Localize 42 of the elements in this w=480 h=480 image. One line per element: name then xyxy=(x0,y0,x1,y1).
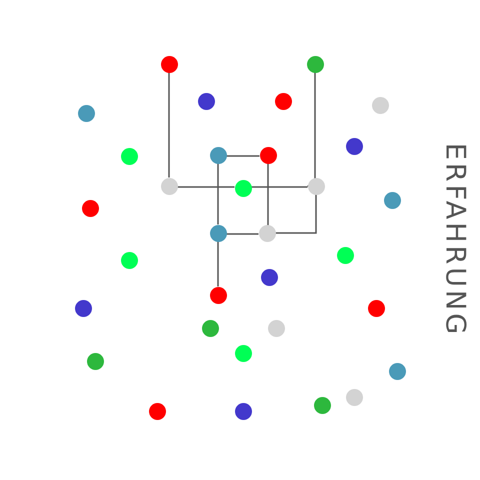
dot xyxy=(120,148,138,164)
dot xyxy=(148,402,166,420)
connector-line xyxy=(168,72,170,178)
dot xyxy=(260,268,278,286)
dot xyxy=(160,178,178,194)
dot xyxy=(268,320,284,336)
dot xyxy=(234,344,252,362)
dot xyxy=(306,56,324,72)
dot xyxy=(260,146,276,164)
dot xyxy=(210,224,226,242)
connector-line xyxy=(178,186,234,188)
vertical-heading: ERFAHRUNG xyxy=(440,142,470,338)
dot xyxy=(372,96,388,114)
dot xyxy=(74,300,92,316)
dot xyxy=(368,300,384,316)
dot xyxy=(234,402,252,420)
dot xyxy=(388,362,406,380)
dot xyxy=(346,388,362,406)
dot xyxy=(258,224,276,242)
dot xyxy=(234,180,252,196)
dot xyxy=(314,396,330,414)
dot xyxy=(120,252,138,268)
dot xyxy=(202,320,218,336)
dot xyxy=(160,56,178,72)
connector-line xyxy=(308,72,316,187)
connector-line xyxy=(252,186,308,188)
dot xyxy=(86,352,104,370)
connector-line xyxy=(226,155,260,157)
dot xyxy=(274,92,292,110)
connector-line xyxy=(276,194,317,234)
dot xyxy=(82,200,98,216)
connector-line xyxy=(217,242,219,286)
dot xyxy=(198,92,214,110)
dot xyxy=(210,146,226,164)
connector-line xyxy=(226,233,258,235)
dot xyxy=(336,246,354,264)
dot xyxy=(210,286,226,304)
dot xyxy=(346,138,362,154)
connector-line xyxy=(217,164,219,224)
dot xyxy=(78,104,94,122)
dot xyxy=(384,192,400,208)
dot xyxy=(308,178,324,194)
